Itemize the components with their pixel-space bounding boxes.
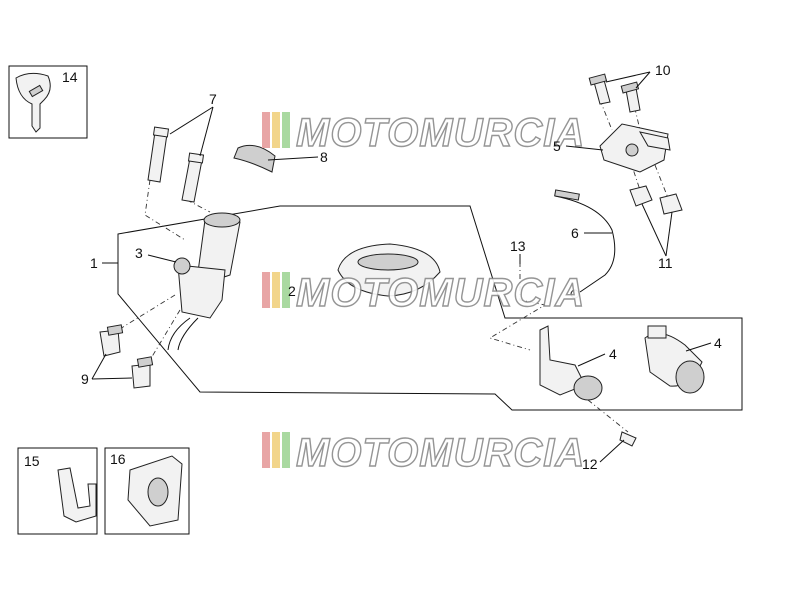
bolts-part-10 [588,73,641,113]
axis-line-11 [629,159,669,199]
lock-bracket-part-5 [599,123,671,173]
ignition-lock-assembly [167,212,241,351]
callout-1: 1 [90,255,98,271]
watermark-middle: MOTOMURCIA [262,270,585,316]
inset-box-14 [8,65,88,139]
watermark-text: MOTOMURCIA [296,271,585,315]
bolts-part-7 [147,126,205,203]
callout-2: 2 [288,283,296,299]
axis-line-bolts-7 [144,179,211,241]
screw-part-12 [619,431,637,447]
seat-lock-part-4 [539,325,603,401]
callout-labels: 1 2 3 4 4 5 6 7 8 9 10 11 12 13 14 15 16 [24,62,722,472]
watermark-stripe-green [282,432,290,468]
trim-ring-part-8 [233,144,276,173]
axis-line-10 [599,95,641,131]
clip-part-15 [57,467,97,523]
watermark-text: MOTOMURCIA [296,111,585,155]
callout-11: 11 [658,255,673,271]
cover-plate-part-16 [127,455,183,527]
callout-15: 15 [24,453,40,469]
watermark-stripe-yellow [272,432,280,468]
callout-16: 16 [110,451,126,467]
watermark-text: MOTOMURCIA [296,431,585,475]
callout-12: 12 [582,456,598,472]
callout-9: 9 [81,371,89,387]
axis-line-12 [587,399,629,433]
clips-part-11 [629,185,683,215]
callout-13: 13 [510,238,526,254]
callout-7: 7 [209,91,217,107]
leader-lines [91,71,712,463]
watermark-stripe-green [282,112,290,148]
key-part-14 [15,72,51,133]
watermark-bottom: MOTOMURCIA [262,430,585,476]
watermark-stripe-red [262,112,270,148]
cable-part-6 [554,189,616,299]
callout-4-lock: 4 [609,346,617,362]
watermark-top: MOTOMURCIA [262,110,585,156]
fuel-cap-part-2 [337,243,441,297]
axis-line-13 [488,262,547,351]
watermark-stripe-yellow [272,272,280,308]
callout-4-cylinder: 4 [714,335,722,351]
callout-5: 5 [553,138,561,154]
callout-3: 3 [135,245,143,261]
callout-6: 6 [571,225,579,241]
group-outline-1 [117,205,743,411]
bushings-part-9 [99,324,154,389]
lock-cylinder-part-4 [644,325,705,394]
inset-box-15 [17,447,98,535]
inset-box-16 [104,447,190,535]
watermark-stripe-yellow [272,112,280,148]
watermark-stripe-red [262,272,270,308]
watermark-stripe-red [262,432,270,468]
callout-14: 14 [62,69,78,85]
watermark-stripe-green [282,272,290,308]
callout-8: 8 [320,149,328,165]
callout-10: 10 [655,62,671,78]
